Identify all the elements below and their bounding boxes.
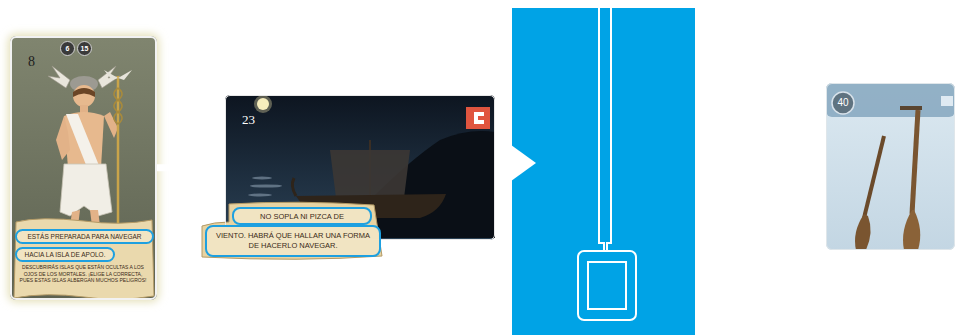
moon-reflection [248,177,288,206]
oars [855,106,922,250]
card-top-band [826,83,955,117]
game-card: 23NO SOPLA NI PIZCA DEVIENTO. HABRÁ QUE … [225,95,495,240]
parchment-tab [202,202,382,259]
card-number: 8 [28,54,35,70]
parchment-scroll [14,219,154,300]
hook-symbol [578,8,636,320]
highlight-box: ESTÁS PREPARADA PARA NAVEGAR [15,229,154,244]
card-background [10,36,157,300]
counter-circle: 6 [60,41,75,56]
card-background [225,95,495,240]
highlight-text: ESTÁS PREPARADA PARA NAVEGAR [27,233,141,240]
card-icon [466,107,490,129]
card-glow [8,34,159,302]
game-card: 40 [826,83,955,250]
moon [257,98,269,110]
card-number: 40 [832,97,854,108]
card-number: 23 [242,112,255,128]
blue-panel [512,8,695,335]
counter-circle: 15 [77,41,92,56]
highlight-box: HACIA LA ISLA DE APOLO. [15,247,115,262]
connector-line [157,164,225,171]
number-disc [832,92,854,114]
moon-halo [254,95,272,113]
flow-arrow-head [503,139,536,187]
highlight-text: NO SOPLA NI PIZCA DE [260,212,344,221]
game-card: 8 6 15ESTÁS PREPARADA PARA NAVEGAR HACIA LA… [10,36,157,300]
hermes-figure [48,66,132,226]
highlight-text: HACIA LA ISLA DE APOLO. [25,251,106,258]
highlight-box: NO SOPLA NI PIZCA DE [232,207,372,225]
card-background [826,83,955,250]
counter-number: 15 [81,45,89,52]
card-icon [941,96,953,106]
counter-number: 6 [66,45,70,52]
card-body-text: DESCUBRIRÁS ISLAS QUE ESTÁN OCULTAS A LO… [18,264,148,284]
highlight-text: VIENTO. HABRÁ QUE HALLAR UNA FORMA DE HA… [210,231,376,251]
highlight-box: VIENTO. HABRÁ QUE HALLAR UNA FORMA DE HA… [205,225,381,257]
